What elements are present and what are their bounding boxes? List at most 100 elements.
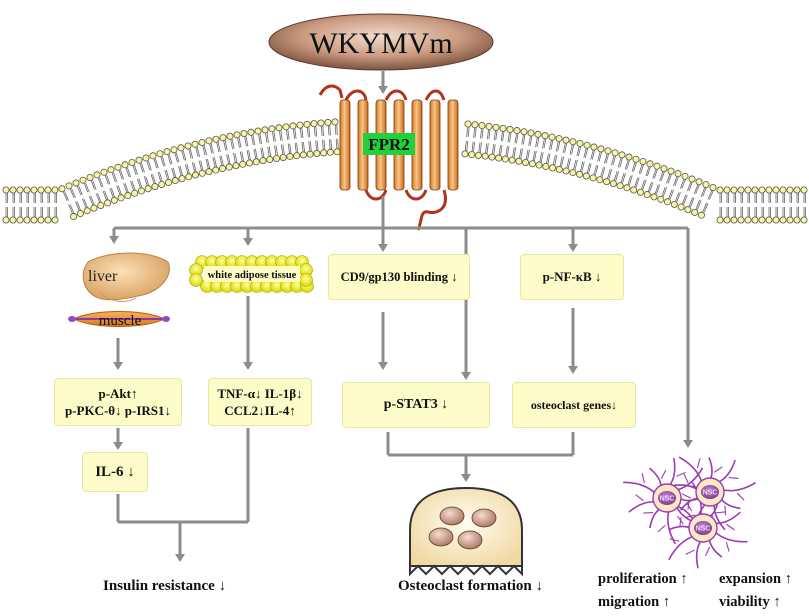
lipid-head bbox=[164, 178, 172, 186]
p-nfkb-box: p-NF-κB ↓ bbox=[520, 254, 624, 300]
osteoclast-cell bbox=[409, 486, 523, 577]
il-6-box: IL-6 ↓ bbox=[82, 452, 148, 492]
lipid-head bbox=[582, 172, 590, 180]
ligand-label: WKYMVm bbox=[309, 27, 452, 60]
lipid-head bbox=[107, 166, 115, 174]
lipid-head bbox=[660, 165, 668, 173]
liver-label: liver bbox=[88, 268, 118, 285]
lipid-head bbox=[178, 175, 186, 183]
lipid-head bbox=[611, 149, 619, 157]
osteoclast-nucleus bbox=[457, 530, 483, 550]
lipid-head bbox=[695, 178, 703, 186]
lipid-head bbox=[51, 216, 59, 224]
lipid-head bbox=[76, 210, 84, 218]
lipid-head bbox=[259, 157, 267, 165]
lipid-head bbox=[37, 216, 45, 224]
lipid-head bbox=[461, 150, 469, 158]
lipid-head bbox=[70, 212, 78, 220]
lipid-head bbox=[576, 139, 584, 147]
muscle-illustration: muscle bbox=[68, 311, 170, 329]
lipid-head bbox=[501, 155, 509, 163]
lipid-head bbox=[275, 124, 283, 132]
lipid-head bbox=[657, 195, 665, 203]
lipid-head bbox=[541, 132, 549, 140]
lipid-head bbox=[751, 186, 759, 194]
lipid-head bbox=[609, 180, 617, 188]
lipid-head bbox=[30, 216, 38, 224]
lipid-head bbox=[569, 169, 577, 177]
lipid-head bbox=[245, 159, 253, 167]
lipid-head bbox=[513, 127, 521, 135]
lipid-head bbox=[117, 194, 125, 202]
lipid-head bbox=[289, 122, 297, 130]
lipid-head bbox=[604, 147, 612, 155]
adipose-label-bg bbox=[204, 266, 300, 282]
lipid-head bbox=[684, 206, 692, 214]
lipid-head bbox=[772, 186, 780, 194]
lipid-head bbox=[534, 130, 542, 138]
lipid-head bbox=[515, 157, 523, 165]
lipid-head bbox=[156, 150, 164, 158]
lipid-head bbox=[716, 216, 724, 224]
lipid-head bbox=[272, 154, 280, 162]
lipid-head bbox=[171, 177, 179, 185]
lipid-head bbox=[623, 184, 631, 192]
lipid-head bbox=[549, 164, 557, 172]
lipid-head bbox=[639, 157, 647, 165]
lipid-head bbox=[528, 160, 536, 168]
lipid-head bbox=[100, 168, 108, 176]
lipid-head bbox=[128, 158, 136, 166]
lipid-head bbox=[104, 199, 112, 207]
lipid-head bbox=[527, 129, 535, 137]
lipid-head bbox=[597, 145, 605, 153]
lipid-head bbox=[170, 146, 178, 154]
lipid-head bbox=[163, 148, 171, 156]
lipid-head bbox=[495, 154, 503, 162]
lipid-head bbox=[535, 161, 543, 169]
lipid-head bbox=[219, 134, 227, 142]
lipid-head bbox=[632, 155, 640, 163]
lipid-head bbox=[653, 162, 661, 170]
lipid-head bbox=[2, 186, 10, 194]
receptor-loops bbox=[344, 89, 446, 201]
lipid-head bbox=[730, 186, 738, 194]
lipid-head bbox=[16, 186, 24, 194]
proliferation-label: proliferation ↑ bbox=[598, 571, 688, 587]
osteoclast-nucleus bbox=[439, 506, 465, 526]
lipid-head bbox=[508, 156, 516, 164]
receptor-c-terminus bbox=[416, 189, 447, 231]
lipid-head bbox=[555, 165, 563, 173]
lipid-head bbox=[233, 131, 241, 139]
lipid-head bbox=[765, 186, 773, 194]
connector-lines bbox=[109, 196, 693, 562]
lipid-head bbox=[331, 118, 339, 126]
lipid-head bbox=[709, 183, 717, 191]
lipid-head bbox=[691, 208, 699, 216]
lipid-head bbox=[239, 160, 247, 168]
lipid-head bbox=[603, 178, 611, 186]
lipid-head bbox=[569, 138, 577, 146]
osteoclast-nucleus bbox=[471, 508, 497, 528]
lipid-head bbox=[618, 151, 626, 159]
lipid-head bbox=[723, 186, 731, 194]
lipid-head bbox=[58, 185, 66, 193]
lipid-head bbox=[492, 123, 500, 131]
osteoclast-genes-box: osteoclast genes↓ bbox=[512, 382, 636, 428]
lipid-head bbox=[114, 163, 122, 171]
lipid-head bbox=[324, 118, 332, 126]
lipid-head bbox=[51, 186, 59, 194]
lipid-head bbox=[124, 192, 132, 200]
lipid-head bbox=[772, 216, 780, 224]
lipid-head bbox=[643, 191, 651, 199]
cd9-gp130-box: CD9/gp130 blinding ↓ bbox=[328, 254, 470, 300]
lipid-head bbox=[247, 128, 255, 136]
nsc-label: NSC bbox=[696, 526, 711, 533]
lipid-head bbox=[702, 181, 710, 189]
lipid-head bbox=[800, 186, 808, 194]
lipid-head bbox=[730, 216, 738, 224]
lipid-head bbox=[688, 175, 696, 183]
lipid-head bbox=[320, 149, 328, 157]
lipid-head bbox=[296, 121, 304, 129]
